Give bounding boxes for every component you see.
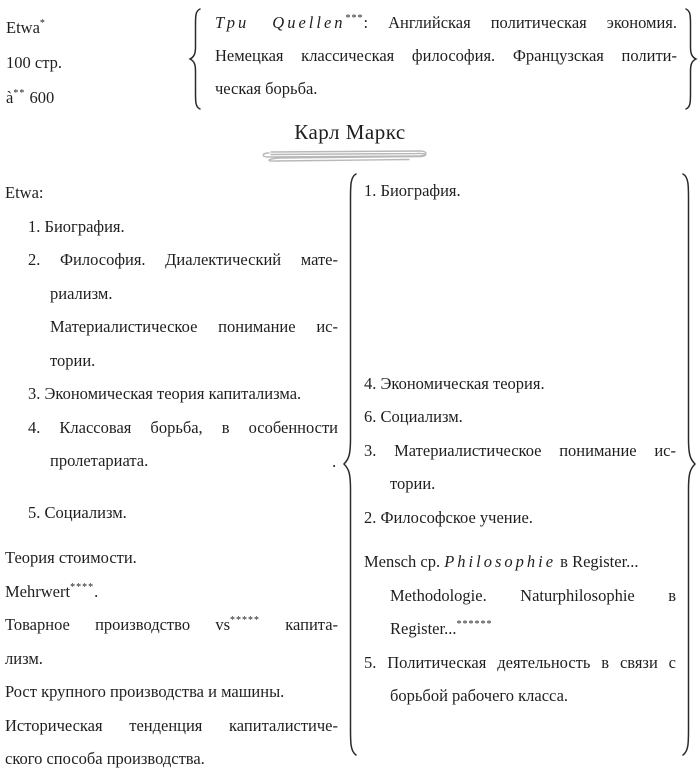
mensch-note-line: Methodologie. Naturphilosophie в [390,585,676,605]
flourish-underline [262,150,427,162]
outline-item: 3. Экономическая теория капитализма. [28,384,302,403]
text-fragment: : Английская политическая экономия. [363,13,678,32]
per-page-note-line: à** 600 [6,80,62,115]
stray-ink-dot: . [332,452,337,471]
value-theory-line: Теория стоимости. [5,548,137,567]
outline-item-continuation: борьбой рабочего класса. [390,686,569,705]
value-theory-line: ского способа производства. [5,749,205,768]
outline-item: 3. Материалистическое понимание ис- [364,440,676,460]
outline-right-column: 1. Биография. 4. Экономическая теория. 6… [364,174,676,713]
outline-item: 1. Биография. [28,216,125,236]
footnote-marker: ** [13,88,26,99]
opening-brace-icon [188,8,201,110]
outline-item: 5. Социализм. [28,502,127,522]
value-theory-line: лизм. [5,648,43,668]
text-fragment: Mensch ср. [364,552,445,571]
outline-item: 1. Биография. [364,181,461,200]
mensch-note-line: Register...****** [364,612,676,646]
sources-line-1: Три Quellen***: Английская политическая … [215,6,677,39]
pages-note-line: 100 стр. [6,53,62,72]
text-fragment: Register... [390,619,457,638]
outline-item: 4. Экономическая теория. [364,373,545,393]
etwa-note-line: Etwa* [6,10,62,45]
print-estimate-note: Etwa* 100 стр. à** 600 [6,10,62,115]
italic-lead-fragment: Три Quellen [215,13,346,32]
mensch-note-line: Mensch ср. Philosophie в Register... [364,545,676,579]
footnote-marker: ***** [230,615,260,626]
three-sources-block: Три Quellen***: Английская политическая … [215,6,677,105]
text-fragment: Etwa [6,18,40,37]
right-outline-closing-brace-icon [682,173,697,756]
text-fragment: à [6,88,14,107]
text-fragment: в Register... [556,552,639,571]
value-theory-line: Историческая тенденция капиталистиче- [5,715,338,735]
right-outline-opening-brace-icon [342,173,357,756]
sources-line-3: ческая борьба. [215,79,318,98]
text-fragment: Товарное производство vs [5,615,230,634]
outline-item-continuation: пролетариата. [50,451,149,470]
outline-left-column: Etwa: 1. Биография. 2. Философия. Диалек… [5,176,338,768]
text-fragment: Mehrwert [5,581,71,601]
outline-item: 4. Классовая борьба, в особенности [28,417,338,437]
outline-item-continuation: тории. [390,474,436,493]
value-theory-line: Рост крупного производства и машины. [5,682,285,701]
value-theory-line: Товарное производство vs***** капита- [5,608,338,642]
footnote-marker: *** [345,13,364,24]
outline-heading: Etwa: [5,183,44,202]
value-theory-line: Mehrwert****. [5,575,338,609]
outline-item: 6. Социализм. [364,407,463,426]
outline-item-continuation: тории. [50,350,96,370]
sources-line-2: Немецкая классическая философия. Француз… [215,46,677,65]
outline-item-continuation: риализм. [50,283,113,303]
closing-brace-icon [685,8,698,110]
outline-item-continuation: Материалистическое понимание ис- [50,317,338,336]
text-fragment: . [94,581,99,601]
outline-item: 2. Философия. Диалектический мате- [28,250,338,269]
text-fragment: 600 [25,88,55,107]
footnote-marker: * [39,18,46,29]
text-fragment: капита- [260,615,339,634]
page-title: Карл Маркс [294,120,406,144]
footnote-marker: ****** [456,619,493,630]
outline-item: 5. Политическая деятельность в связи с [364,652,676,672]
outline-item: 2. Философское учение. [364,507,533,527]
italic-fragment: Philosophie [444,552,557,571]
footnote-marker: **** [70,581,95,593]
